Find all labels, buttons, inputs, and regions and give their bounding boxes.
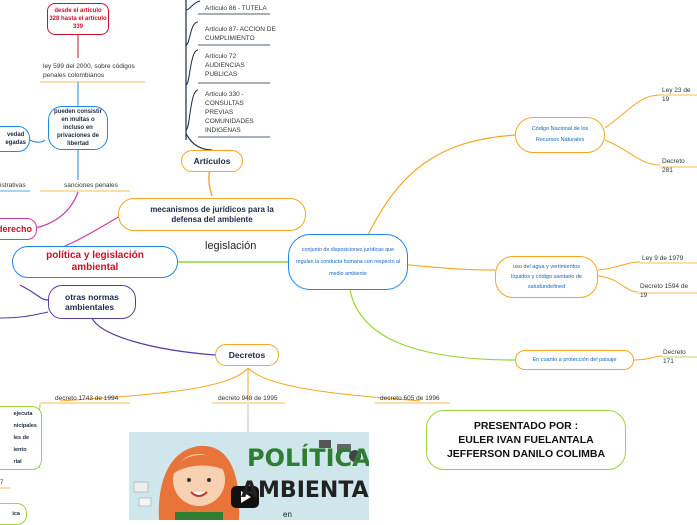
node-decretos[interactable]: Decretos bbox=[215, 344, 279, 366]
article-86: Artículo 86 - TUTELA bbox=[205, 4, 280, 13]
decreto-281: Decreto 281 bbox=[662, 157, 697, 175]
video-thumbnail[interactable]: POLÍTICA AMBIENTAL en bbox=[129, 432, 369, 520]
decreto-605: decreto 605 de 1996 bbox=[380, 394, 440, 403]
node-codigo-nacional[interactable]: Código Nacional de los Recursos Naturale… bbox=[515, 117, 605, 153]
label-legislacion: legislación bbox=[205, 240, 256, 252]
node-politica-legislacion[interactable]: política y legislación ambiental bbox=[12, 246, 178, 278]
node-ley-599: ley 599 del 2000, sobre códigos penales … bbox=[43, 62, 148, 80]
node-left-edge-ica[interactable]: ica bbox=[0, 503, 27, 525]
video-title-line1: POLÍTICA bbox=[247, 444, 369, 472]
decreto-171: Decreto 171 bbox=[663, 348, 697, 366]
video-title-tail: en bbox=[283, 510, 292, 519]
left-edge-7: 7 bbox=[0, 478, 4, 487]
node-otras-normas[interactable]: otras normas ambientales bbox=[48, 285, 136, 319]
video-title-line2: AMBIENTAL bbox=[241, 478, 369, 503]
node-pueden-consistir[interactable]: pueden consistir en multas o incluso en … bbox=[48, 106, 108, 150]
decreto-948: decreto 948 de 1995 bbox=[218, 394, 278, 403]
node-sanciones-penales: sanciones penales bbox=[64, 181, 118, 190]
ley-23: Ley 23 de 19 bbox=[662, 86, 697, 104]
node-articulos[interactable]: Artículos bbox=[181, 150, 243, 172]
node-desde-articulo[interactable]: desde el artículo 328 hasta el artículo … bbox=[47, 3, 109, 35]
decreto-1743: decreto 1743 de 1994 bbox=[55, 394, 118, 403]
node-left-edge-list[interactable]: ejecuta nicipales les de iento rial bbox=[0, 406, 42, 470]
node-mecanismos[interactable]: mecanismos de jurídicos para la defensa … bbox=[118, 198, 306, 231]
node-derecho-edge[interactable]: derecho bbox=[0, 218, 37, 240]
node-uso-agua[interactable]: uso del agua y vertimientos líquidos y c… bbox=[495, 256, 598, 298]
node-istrativas-edge: istrativas bbox=[0, 181, 26, 190]
article-72: Artículo 72 AUDIENCIAS PUBLICAS bbox=[205, 52, 260, 79]
article-87: Artículo 87- ACCION DE CUMPLIMIENTO bbox=[205, 25, 280, 43]
node-paisaje[interactable]: En cuanto a protección del paisaje bbox=[515, 350, 634, 370]
node-center-conjunto[interactable]: conjunto de disposiciones jurídicas que … bbox=[288, 234, 408, 290]
article-330: Artículo 330 - CONSULTAS PREVIAS COMUNID… bbox=[205, 90, 260, 135]
ley-9-1979: Ley 9 de 1979 bbox=[642, 254, 683, 263]
node-presentado-por[interactable]: PRESENTADO POR : EULER IVAN FUELANTALA J… bbox=[426, 410, 626, 470]
decreto-1594: Decreto 1594 de 19 bbox=[640, 282, 697, 300]
